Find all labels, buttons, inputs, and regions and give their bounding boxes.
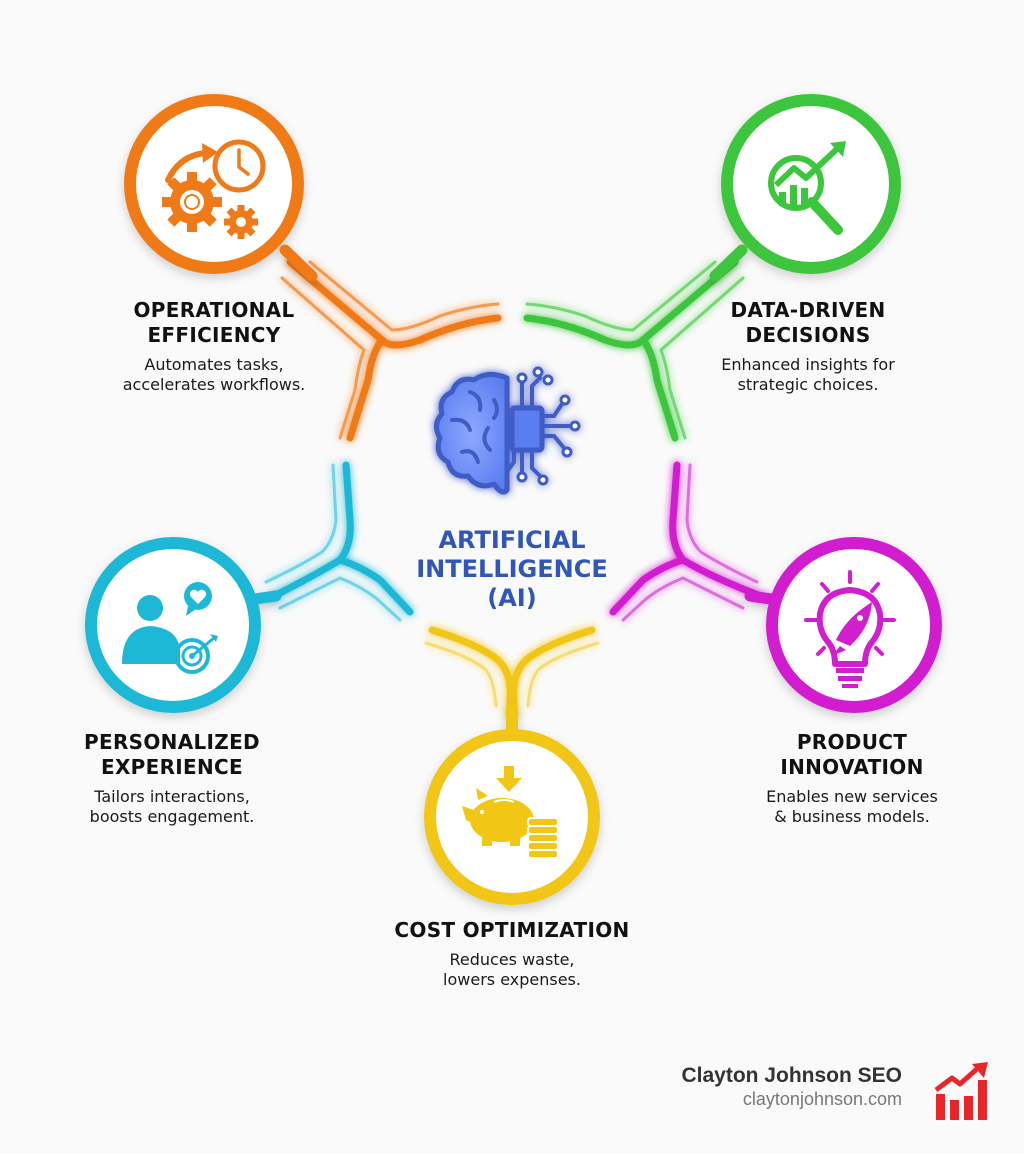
node-description: Automates tasks, accelerates workflows.: [122, 355, 306, 394]
node-title: OPERATIONAL EFFICIENCY: [133, 298, 295, 347]
label-cost-optimization: COST OPTIMIZATION Reduces waste, lowers …: [362, 918, 662, 990]
connector-product-innovation: [609, 461, 770, 622]
chart-magnifier-icon: [768, 141, 846, 235]
bar-chart-growth-icon: [934, 1062, 988, 1120]
brand-block: Clayton Johnson SEO claytonjohnson.com: [660, 1064, 902, 1110]
piggy-bank-coins-icon: [462, 766, 559, 859]
connector-personalized-experience: [264, 461, 414, 622]
center-title: ARTIFICIAL INTELLIGENCE (AI): [416, 526, 608, 612]
node-circle-data-driven-decisions: [709, 94, 901, 282]
node-circle-operational-efficiency: [124, 94, 318, 282]
node-title: PERSONALIZED EXPERIENCE: [84, 730, 260, 779]
node-title: COST OPTIMIZATION: [394, 918, 630, 942]
connector-cost-optimization: [424, 626, 600, 720]
node-description: Enables new services & business models.: [766, 787, 938, 826]
node-title: DATA-DRIVEN DECISIONS: [730, 298, 886, 347]
node-title: PRODUCT INNOVATION: [780, 730, 924, 779]
brand-url[interactable]: claytonjohnson.com: [742, 1089, 902, 1109]
label-personalized-experience: PERSONALIZED EXPERIENCE Tailors interact…: [52, 730, 292, 827]
node-circle-personalized-experience: [85, 537, 282, 713]
label-operational-efficiency: OPERATIONAL EFFICIENCY Automates tasks, …: [94, 298, 334, 395]
brand-name: Clayton Johnson SEO: [681, 1064, 902, 1087]
connector-data-driven-decisions: [523, 258, 745, 442]
brain-circuit-icon: [434, 366, 581, 495]
node-description: Tailors interactions, boosts engagement.: [89, 787, 255, 826]
label-data-driven-decisions: DATA-DRIVEN DECISIONS Enhanced insights …: [688, 298, 928, 395]
node-circle-product-innovation: [744, 537, 942, 713]
user-heart-target-icon: [122, 582, 218, 674]
lightbulb-rocket-icon: [804, 570, 896, 688]
label-product-innovation: PRODUCT INNOVATION Enables new services …: [732, 730, 972, 827]
node-description: Enhanced insights for strategic choices.: [721, 355, 895, 394]
node-description: Reduces waste, lowers expenses.: [443, 950, 581, 989]
connector-operational-efficiency: [280, 258, 502, 442]
gears-clock-icon: [162, 139, 266, 239]
